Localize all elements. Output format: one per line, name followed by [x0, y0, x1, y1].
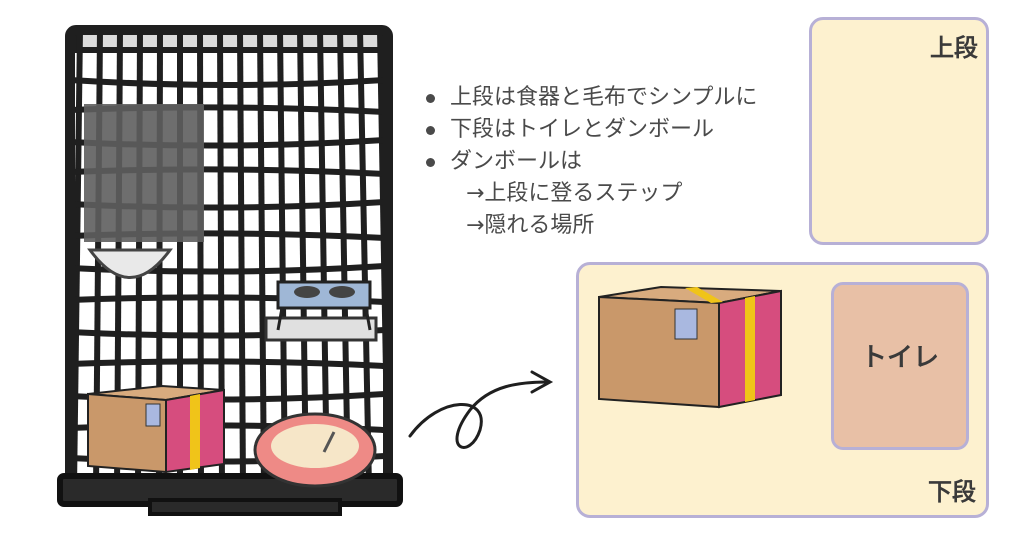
- cage-food-bowl-stand: [276, 280, 372, 310]
- sub-item: →上段に登るステップ: [466, 181, 683, 206]
- cage-cardboard-box: [87, 384, 225, 474]
- hammock: [87, 248, 173, 279]
- bullet-list: 上段は食器と毛布でシンプルに 下段はトイレとダンボール ダンボールは →上段に登…: [424, 82, 757, 242]
- toilet-area: トイレ: [831, 282, 969, 450]
- cage-shelf: [264, 316, 378, 342]
- upper-level-label: 上段: [930, 34, 978, 62]
- sub-item: →隠れる場所: [466, 213, 595, 238]
- lower-level-label: 下段: [928, 478, 976, 506]
- bullet-item: ダンボールは: [424, 146, 757, 178]
- cardboard-box-illustration: [598, 285, 782, 409]
- bullet-item: 下段はトイレとダンボール: [424, 114, 757, 146]
- cage-door-panel: [84, 104, 204, 242]
- bullet-item: 上段は食器と毛布でシンプルに: [424, 82, 757, 114]
- toilet-label: トイレ: [860, 343, 939, 373]
- upper-level-panel: 上段: [809, 17, 989, 245]
- curly-arrow: [408, 370, 554, 449]
- lower-level-panel: トイレ 下段: [576, 262, 989, 518]
- cage-illustration: [57, 25, 403, 516]
- cage-litter-tray: [253, 412, 377, 488]
